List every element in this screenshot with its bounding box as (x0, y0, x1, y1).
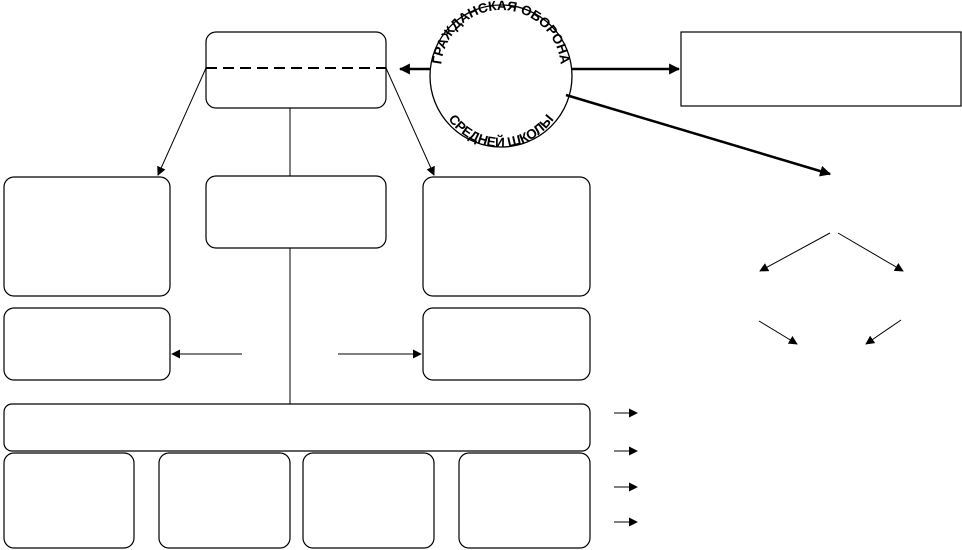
converge-arrow-right (865, 319, 902, 345)
bottom-box-4 (458, 452, 591, 549)
center-unit-box (205, 175, 387, 249)
head-box (205, 31, 387, 109)
wide-bar-box (3, 403, 591, 452)
top-right-box (680, 31, 962, 107)
seal: ГРАЖДАНСКАЯ ОБОРОНА СРЕДНЕЙ ШКОЛЫ (429, 0, 573, 150)
bottom-box-2 (158, 452, 291, 549)
head-to-left-arrow (157, 67, 207, 176)
right-unit-box (422, 176, 591, 297)
seal-circle (429, 4, 573, 148)
bottom-box-3 (302, 452, 435, 549)
branch-arrow-left (759, 232, 831, 272)
bottom-box-1 (3, 452, 135, 549)
head-to-right-arrow (385, 67, 435, 176)
converge-arrow-left (758, 320, 798, 345)
left-unit-box (3, 176, 171, 297)
branch-arrow-right (837, 232, 904, 272)
right-subunit-box (422, 307, 591, 381)
seal-to-right-branch-arrow (565, 93, 832, 177)
left-subunit-box (3, 307, 171, 381)
